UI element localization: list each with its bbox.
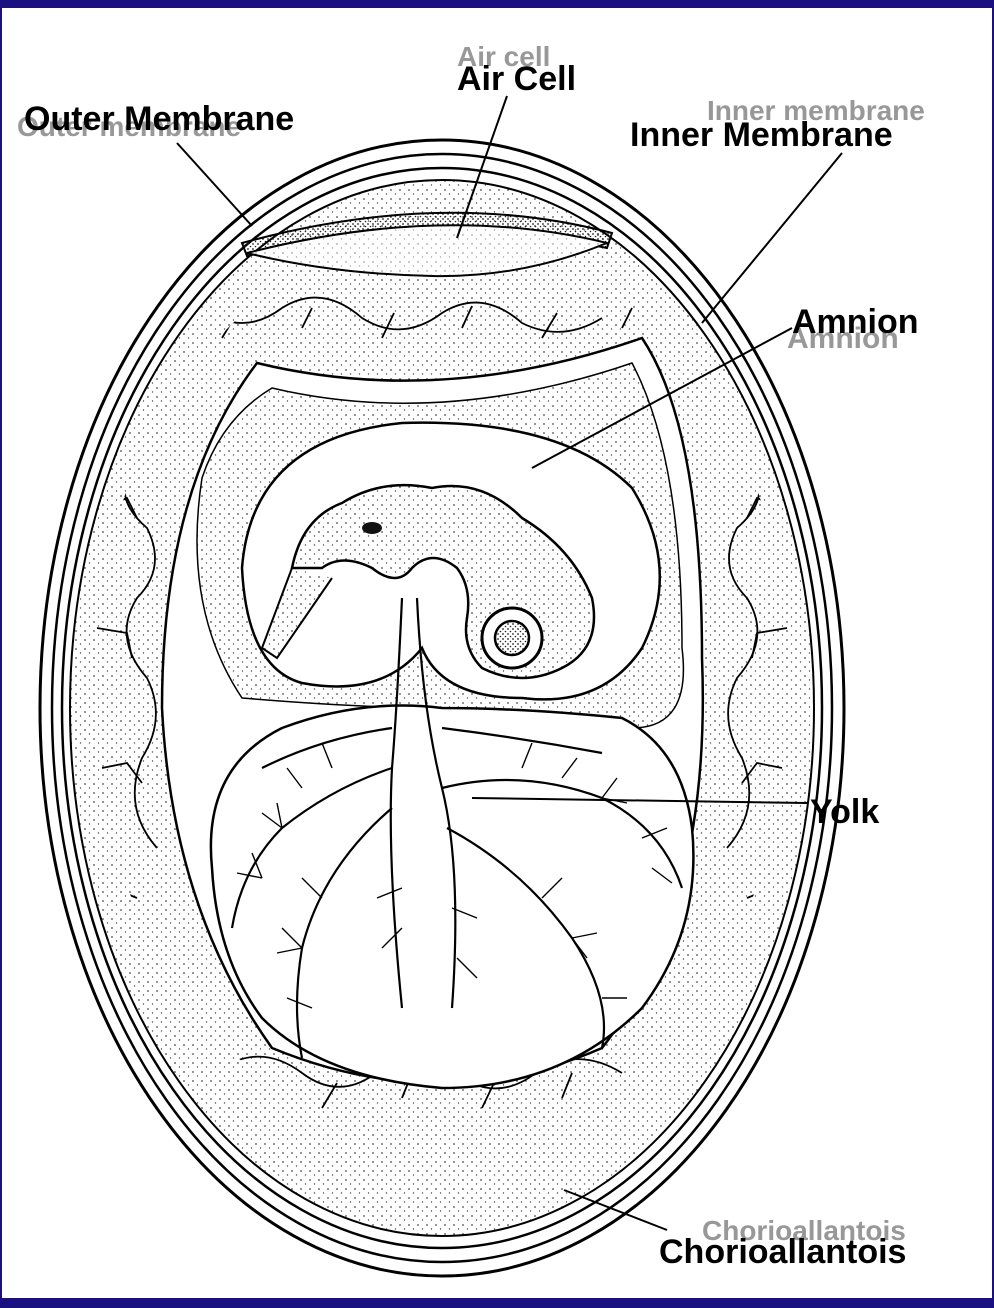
- egg-diagram: Air cell Outer membrane Inner membrane A…: [2, 8, 994, 1308]
- label-air-cell: Air Cell: [457, 60, 576, 98]
- label-yolk: Yolk: [810, 793, 879, 831]
- label-outer-membrane: Outer Membrane: [24, 100, 294, 138]
- leader-outer-membrane: [177, 143, 252, 226]
- label-amnion: Amnion: [792, 303, 919, 341]
- label-chorioallantois: Chorioallantois: [659, 1233, 906, 1271]
- leader-chorioallantois: [564, 1190, 667, 1230]
- label-inner-membrane: Inner Membrane: [630, 116, 893, 154]
- leader-inner-membrane: [702, 153, 842, 323]
